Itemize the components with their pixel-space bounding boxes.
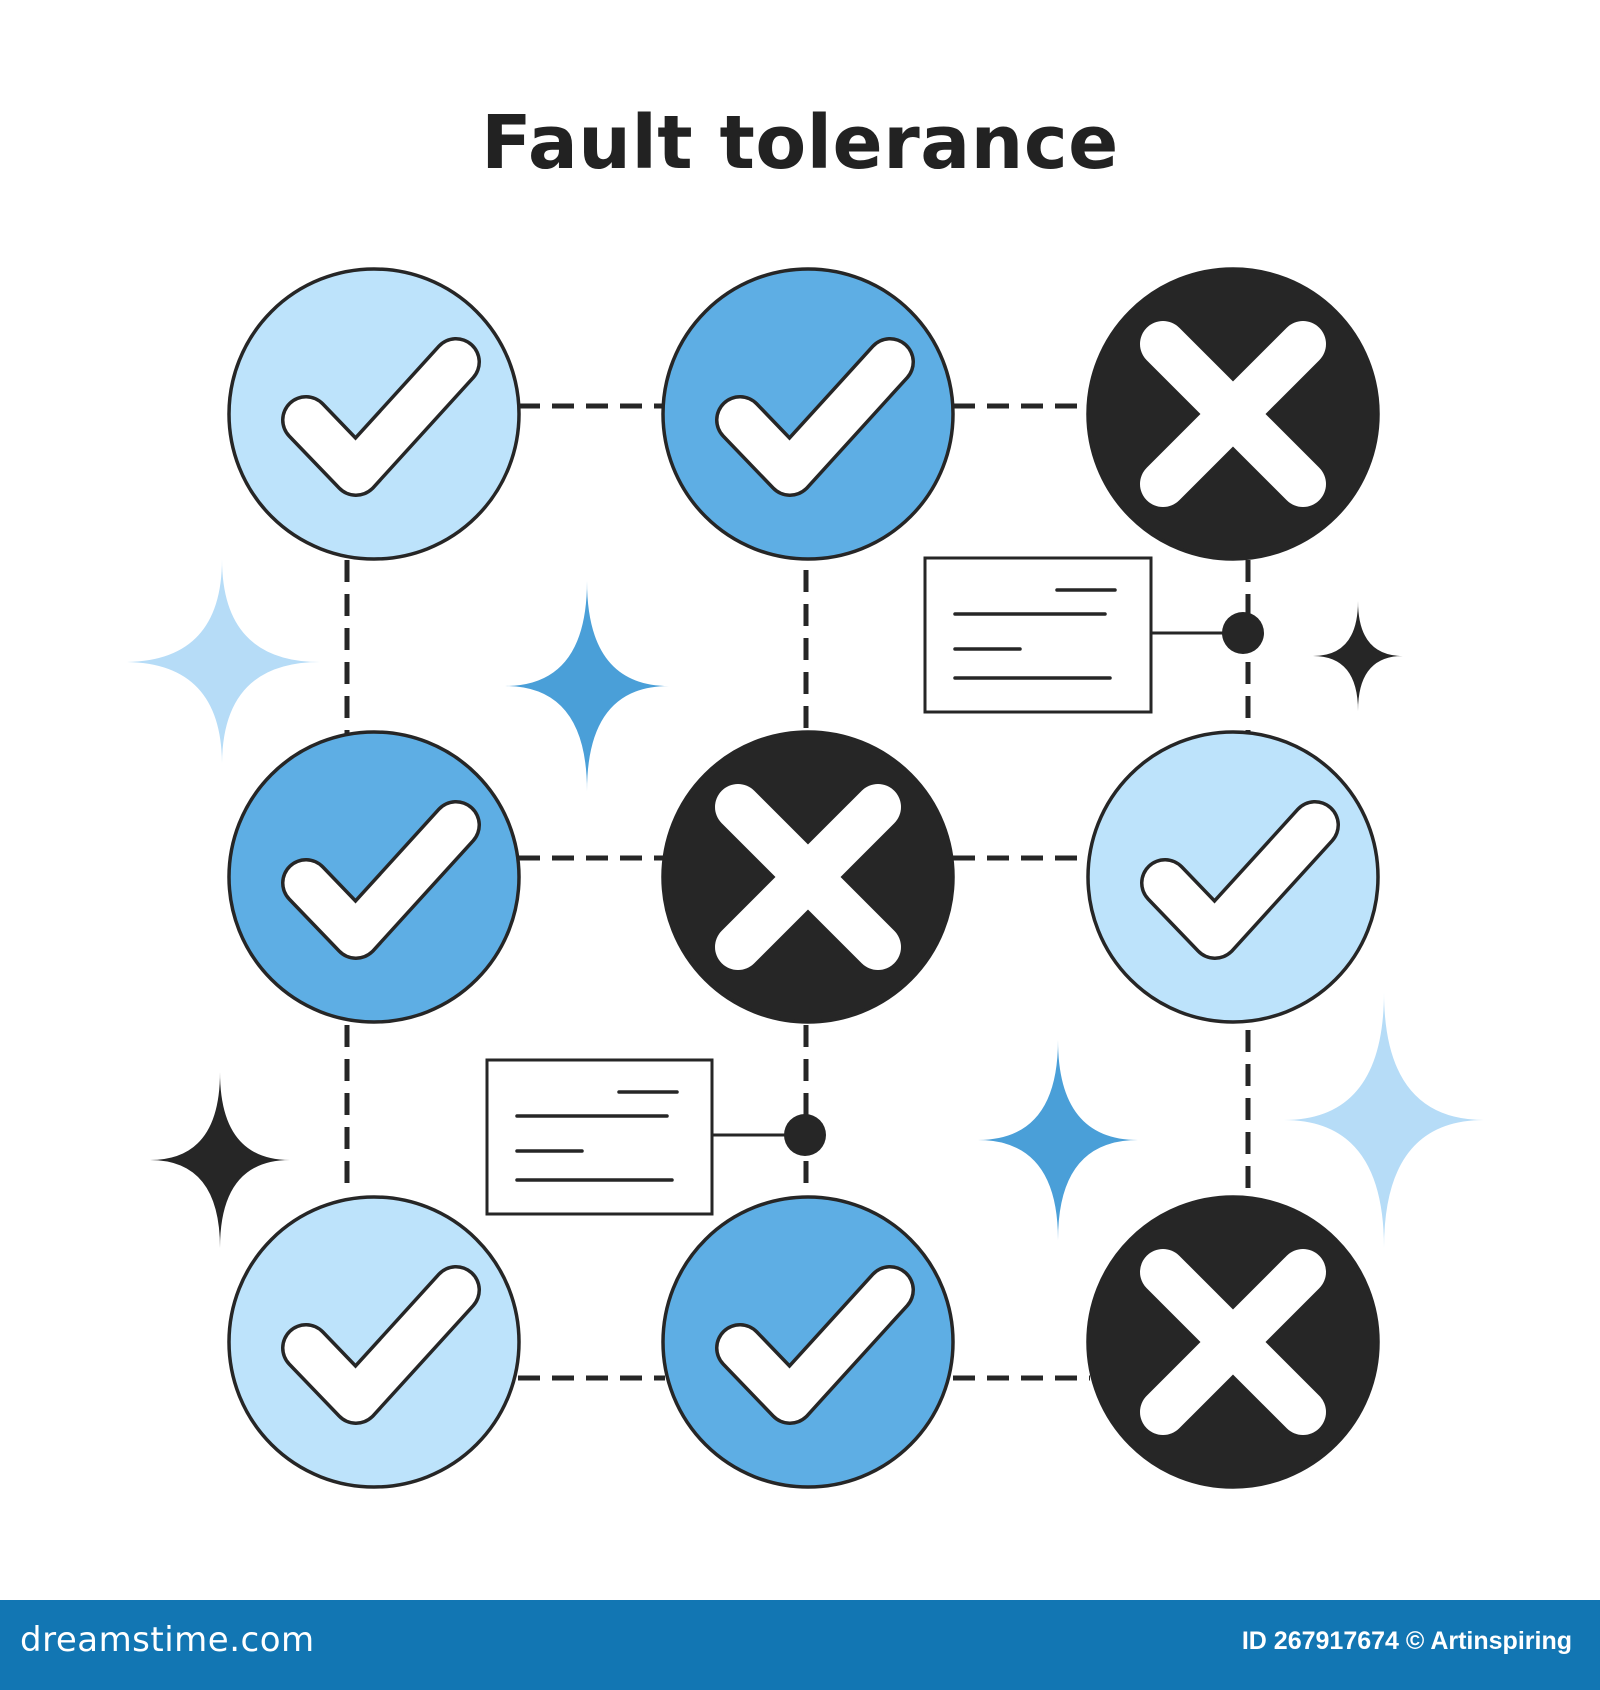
footer-credit: ID 267917674 © Artinspiring bbox=[1241, 1627, 1572, 1655]
sparkle-icon bbox=[150, 1072, 290, 1248]
node-ok bbox=[661, 267, 955, 561]
node-ok bbox=[661, 1195, 955, 1489]
checkmark-icon bbox=[284, 1268, 478, 1422]
footer-logo: dreamstime.com bbox=[20, 1620, 315, 1660]
sparkle-icon bbox=[124, 559, 320, 765]
node-failed bbox=[1086, 1195, 1380, 1489]
sparkle-icon bbox=[1284, 992, 1484, 1248]
node-ok bbox=[227, 267, 521, 561]
page-title: Fault tolerance bbox=[481, 100, 1119, 186]
footer-bar: dreamstime.com ID 267917674 © Artinspiri… bbox=[0, 1600, 1600, 1690]
checkmark-icon bbox=[718, 340, 912, 494]
x-mark-icon bbox=[1140, 321, 1326, 507]
node-ok bbox=[227, 730, 521, 1024]
log-note-icon bbox=[485, 1058, 826, 1216]
sparkle-icon bbox=[978, 1040, 1138, 1240]
node-grid bbox=[227, 267, 1380, 1489]
checkmark-icon bbox=[284, 803, 478, 957]
node-ok bbox=[227, 1195, 521, 1489]
node-failed bbox=[661, 730, 955, 1024]
x-mark-icon bbox=[715, 784, 901, 970]
log-note-icon bbox=[923, 556, 1264, 714]
sparkles bbox=[124, 559, 1484, 1248]
fault-tolerance-illustration bbox=[124, 267, 1484, 1489]
node-failed bbox=[1086, 267, 1380, 561]
log-notes bbox=[485, 556, 1264, 1216]
node-ok bbox=[1086, 730, 1380, 1024]
x-mark-icon bbox=[1140, 1249, 1326, 1435]
sparkle-icon bbox=[1313, 601, 1403, 711]
checkmark-icon bbox=[1143, 803, 1337, 957]
checkmark-icon bbox=[284, 340, 478, 494]
sparkle-icon bbox=[505, 581, 669, 791]
checkmark-icon bbox=[718, 1268, 912, 1422]
